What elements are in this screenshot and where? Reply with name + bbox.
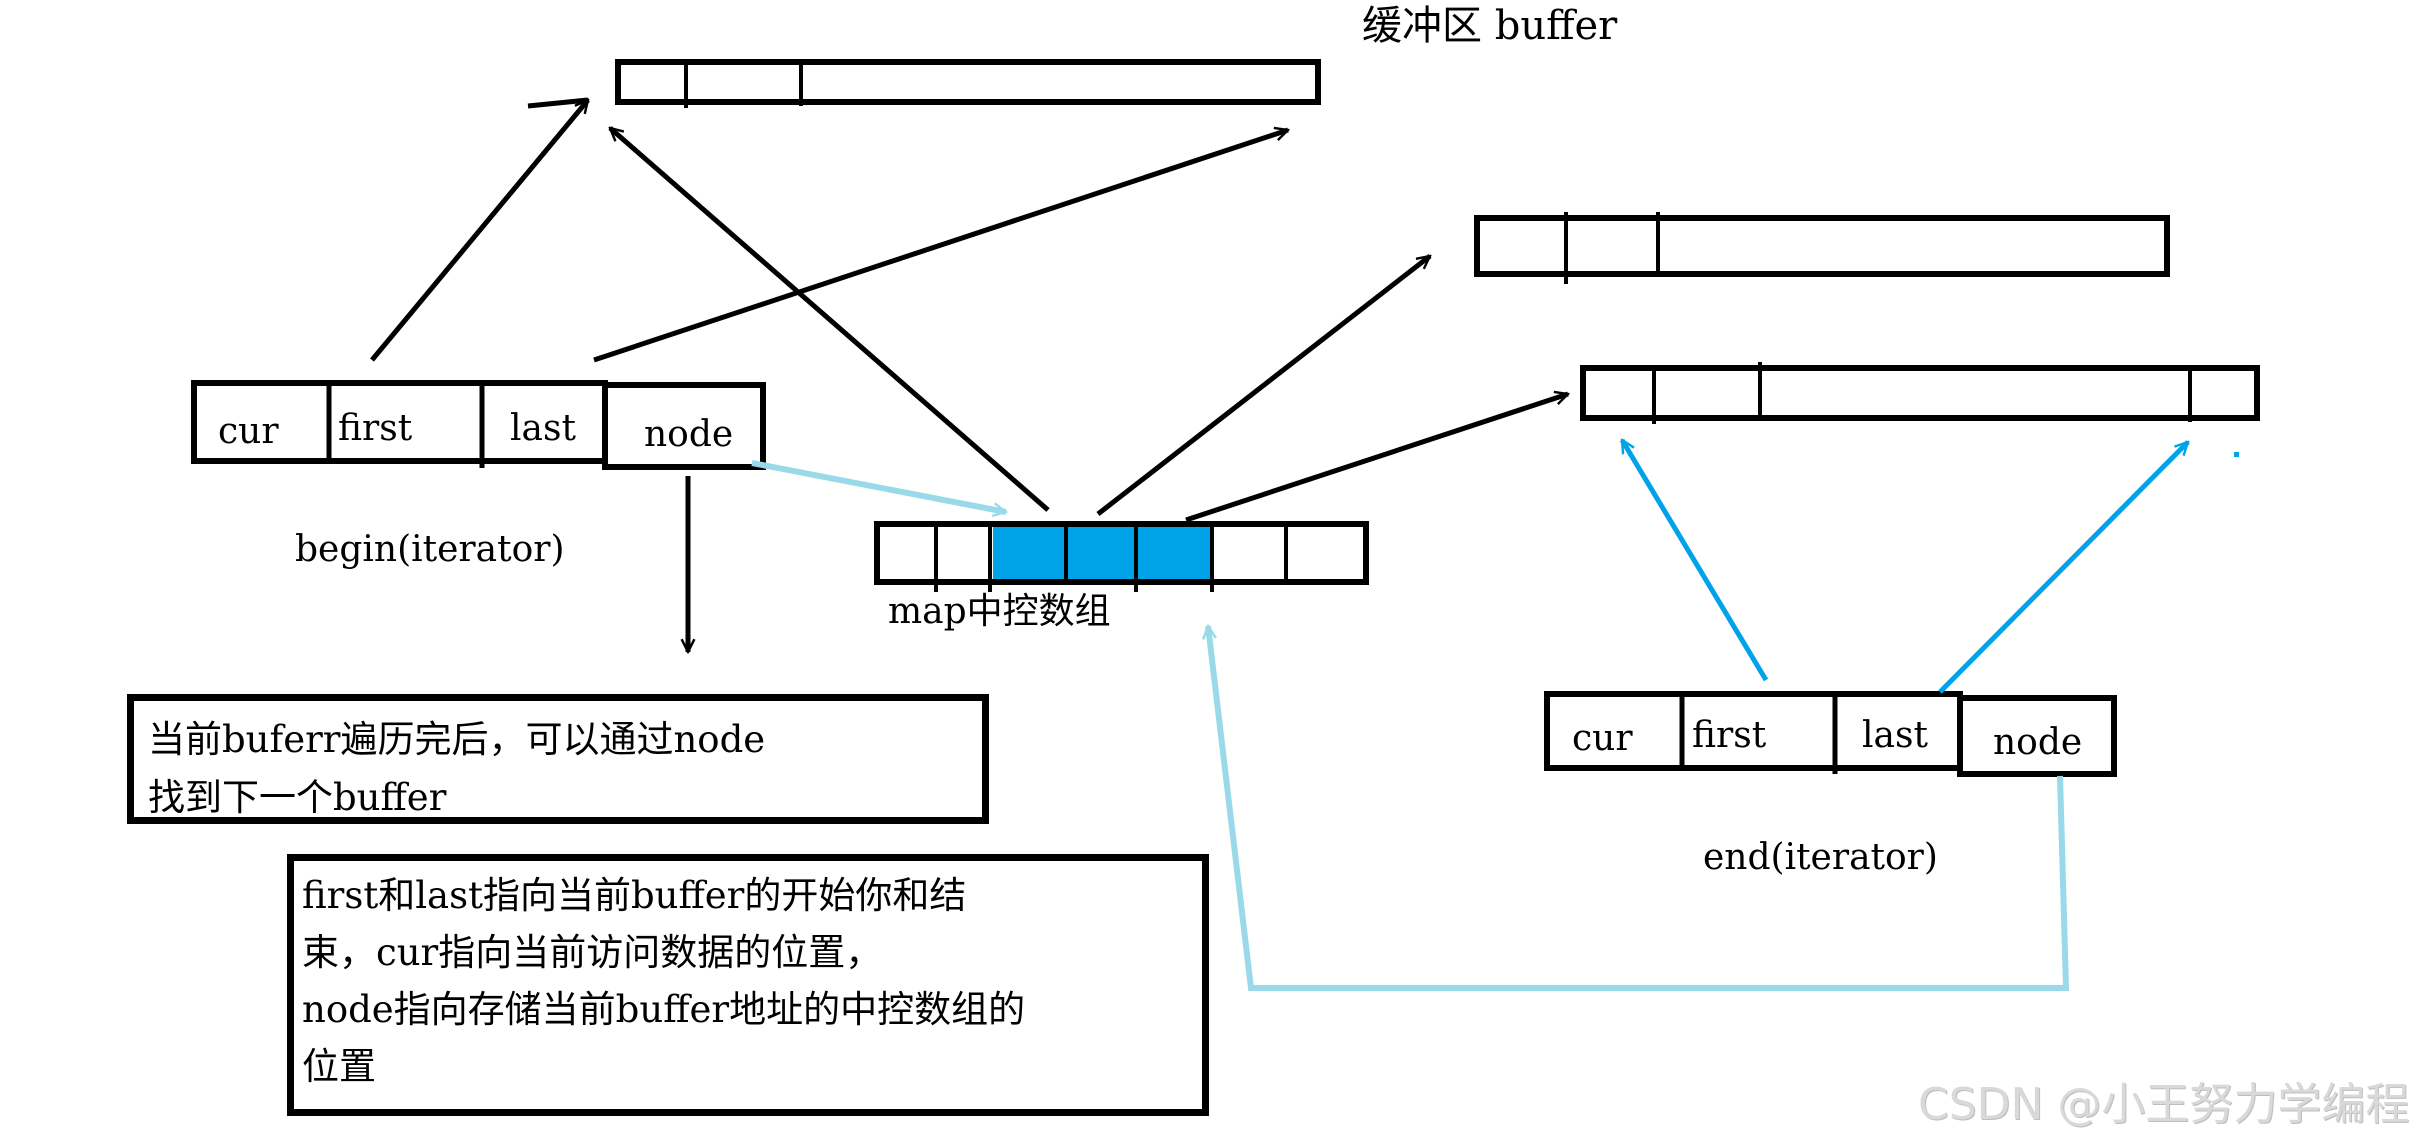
note-line: 当前buferr遍历完后，可以通过node [148,718,766,761]
buffer-2 [1474,212,2170,284]
begin-field-cur: cur [218,411,279,452]
begin-box-frame [191,380,608,464]
buffer-1-frame [615,59,1321,105]
end-iterator-label: end(iterator) [1703,837,1938,878]
note-next-buffer: 当前buferr遍历完后，可以通过node 找到下一个buffer [127,694,989,824]
note-line: node指向存储当前buffer地址的中控数组的 [302,988,1026,1031]
buffer-1 [615,59,1321,108]
note-line: 位置 [302,1045,376,1088]
buffer-title-label: 缓冲区 buffer [1362,3,1618,49]
map-label: map中控数组 [888,591,1111,632]
begin-field-last: last [510,408,576,449]
arrow-end-node-to-map [1208,626,2070,991]
arrow-tick [527,97,589,109]
end-iterator-box: cur first last node [1544,691,2117,777]
buffer-3 [1580,362,2260,424]
end-field-node: node [1993,722,2082,763]
buffer-3-frame [1580,365,2260,421]
map-highlight [993,524,1212,580]
begin-iterator-box: cur first last node [191,380,766,470]
end-field-first: first [1692,715,1767,756]
begin-field-first: first [338,408,413,449]
note-line: 束，cur指向当前访问数据的位置， [302,931,883,974]
note-line: 找到下一个buffer [148,776,447,819]
begin-field-node: node [644,414,733,455]
arrow-begin-node-to-map [751,460,1006,512]
end-node-cell [1957,695,2117,777]
arrow-end-first-to-buffer3 [1619,440,1769,682]
arrow-map-to-buffer3 [1185,394,1568,523]
note-line: first和last指向当前buffer的开始你和结 [302,874,967,917]
end-field-cur: cur [1572,718,1633,759]
arrow-end-last-to-buffer3 [1938,442,2188,694]
begin-iterator-label: begin(iterator) [295,529,565,570]
arrow-begin-last-to-buffer1-end [593,130,1288,363]
map-array [874,521,1369,592]
watermark: CSDN @小王努力学编程 [1918,1079,2410,1130]
arrow-map-to-buffer2 [1096,254,1430,516]
begin-node-cell [602,382,766,470]
arrow-map-to-buffer1 [610,126,1050,512]
note-iterator-fields: first和last指向当前buffer的开始你和结 束，cur指向当前访问数据… [287,854,1209,1116]
end-field-last: last [1862,715,1928,756]
arrow-begin-cur-to-buffer1 [370,100,590,362]
buffer-2-frame [1474,215,2170,277]
map-frame [874,521,1369,585]
stray-dot [2234,452,2239,457]
